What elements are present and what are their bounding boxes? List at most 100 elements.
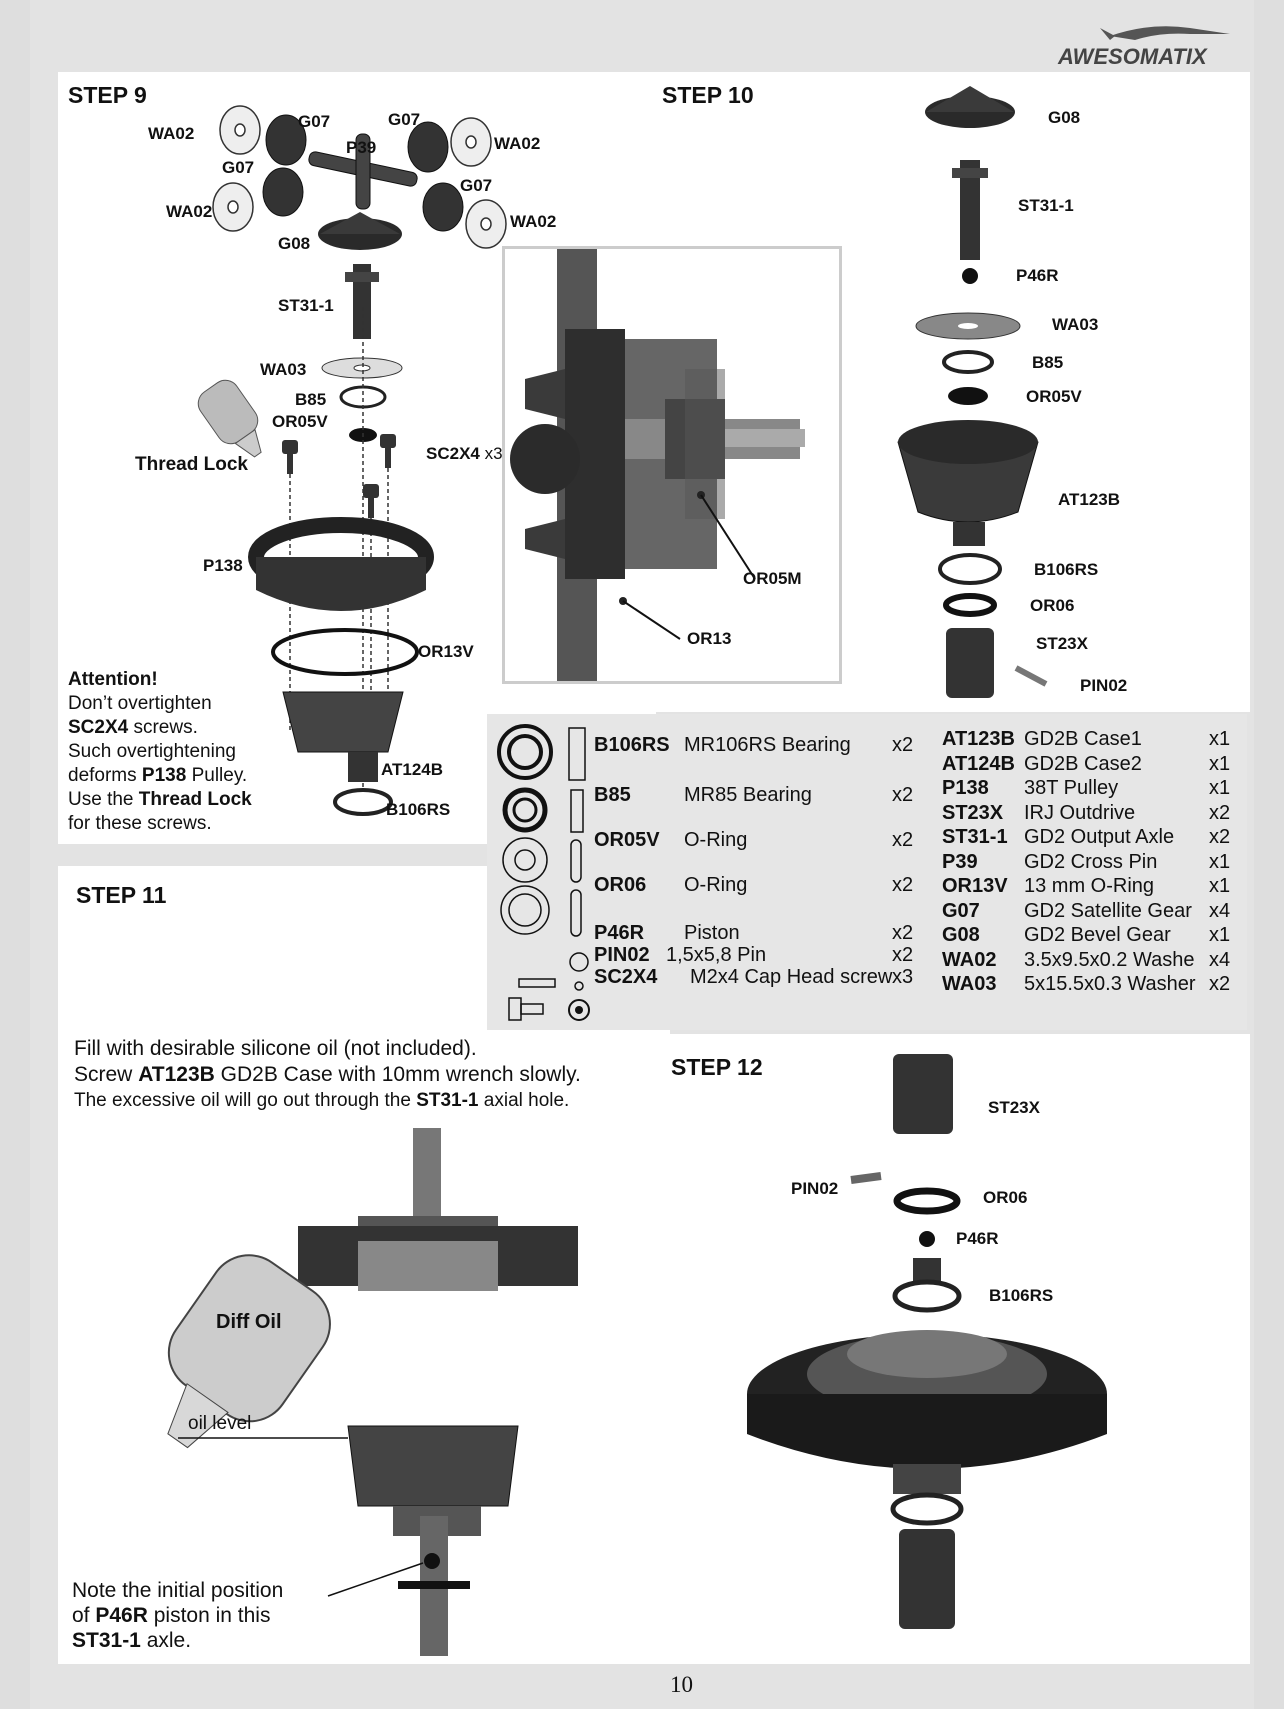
label-or06: OR06 — [983, 1188, 1028, 1207]
step9-exploded-diagram — [197, 105, 507, 816]
part-quantity: x2 — [1209, 801, 1231, 824]
label-at123b: AT123B — [1058, 490, 1121, 509]
label-st23x: ST23X — [1036, 634, 1088, 653]
label-wa03: WA03 — [1052, 315, 1099, 334]
label-st31-1: ST31-1 — [278, 296, 334, 315]
label-b106rs: B106RS — [1034, 560, 1099, 579]
parts-row: AT124B GD2B Case2 — [942, 753, 1142, 776]
part-quantity: x2 — [892, 784, 914, 806]
part-quantity: x2 — [1209, 973, 1231, 995]
label-pin02: PIN02 — [1080, 676, 1128, 695]
label-p138: P138 — [203, 556, 243, 575]
part-description: O-Ring — [684, 829, 748, 851]
part-code: G08 — [942, 924, 980, 946]
label-or13: OR13 — [687, 629, 732, 648]
part-description: 38T Pulley — [1024, 777, 1119, 799]
part-code: B106RS — [594, 734, 670, 756]
label-at124b: AT124B — [381, 760, 444, 779]
label-or13v: OR13V — [418, 642, 474, 661]
part-code: G07 — [942, 899, 980, 922]
cross-section-detail: OR05M OR13 — [502, 246, 842, 684]
part-code: AT123B — [942, 728, 1015, 750]
part-code: B85 — [594, 784, 631, 806]
label-p39: P39 — [346, 138, 377, 157]
part-code: OR05V — [594, 829, 660, 851]
attention-note: Attention! Don’t overtighten SC2X4 screw… — [68, 669, 252, 834]
part-code: P138 — [942, 777, 989, 799]
part-description: MR85 Bearing — [684, 784, 812, 806]
page-number: 10 — [670, 1672, 693, 1697]
label-thread-lock: Thread Lock — [135, 454, 248, 475]
parts-row: ST31-1 GD2 Output Axle — [942, 826, 1174, 849]
part-description: GD2 Cross Pin — [1024, 850, 1158, 873]
step-title: STEP 9 — [68, 82, 147, 108]
label-b85: B85 — [1032, 353, 1064, 372]
step11-diagram — [167, 1128, 578, 1656]
label-g08: G08 — [278, 234, 311, 253]
parts-row: G08 GD2 Bevel Gear — [942, 924, 1171, 947]
label-st23x: ST23X — [988, 1098, 1040, 1117]
part-code: PIN02 — [594, 944, 650, 966]
label-oil-level: oil level — [188, 1413, 252, 1434]
part-quantity: x1 — [1209, 752, 1231, 775]
brand-logo: AWESOMATIX — [1057, 26, 1230, 69]
step-title: STEP 11 — [76, 882, 167, 908]
step-title: STEP 12 — [671, 1054, 763, 1080]
part-description: IRJ Outdrive — [1024, 801, 1136, 824]
part-quantity: x1 — [1209, 777, 1231, 799]
part-description: 13 mm O-Ring — [1024, 875, 1155, 897]
label-sc2x4: SC2X4 x3 — [426, 444, 503, 463]
fill-instructions: Fill with desirable silicone oil (not in… — [74, 1037, 581, 1111]
part-quantity: x1 — [1209, 850, 1231, 873]
label-g07: G07 — [388, 110, 421, 129]
piston-note: Note the initial position of P46R piston… — [72, 1579, 284, 1652]
part-quantity: x2 — [892, 874, 914, 896]
part-quantity: x4 — [1209, 899, 1231, 922]
part-description: MR106RS Bearing — [684, 734, 851, 756]
label-b106rs: B106RS — [989, 1286, 1054, 1305]
part-quantity: x2 — [892, 922, 914, 944]
part-code: AT124B — [942, 752, 1015, 775]
part-code: P39 — [942, 850, 978, 873]
label-wa03: WA03 — [260, 360, 307, 379]
part-code: ST31-1 — [942, 826, 1008, 848]
part-quantity: x2 — [892, 944, 914, 966]
part-quantity: x2 — [892, 734, 914, 756]
part-code: WA03 — [942, 973, 997, 995]
part-code: ST23X — [942, 801, 1004, 824]
label-or05v: OR05V — [1026, 387, 1082, 406]
parts-row: B85 MR85 Bearing — [594, 784, 812, 807]
part-quantity: x2 — [892, 829, 914, 851]
parts-row: OR05V O-Ring — [594, 829, 747, 852]
part-description: GD2 Satellite Gear — [1024, 899, 1192, 922]
part-description: GD2 Bevel Gear — [1024, 924, 1171, 946]
label-g07: G07 — [460, 176, 493, 195]
cross-section-drawing — [510, 249, 805, 681]
label-g07: G07 — [222, 158, 255, 177]
part-code: WA02 — [942, 948, 997, 971]
part-quantity: x1 — [1209, 924, 1231, 946]
label-or06: OR06 — [1030, 596, 1075, 615]
parts-row: PIN02 1,5x5,8 Pin — [594, 944, 766, 967]
part-description: GD2B Case2 — [1024, 752, 1142, 775]
part-description: GD2 Output Axle — [1024, 826, 1175, 848]
part-description: GD2B Case1 — [1024, 728, 1142, 750]
part-code: P46R — [594, 922, 645, 944]
label-g07: G07 — [298, 112, 331, 131]
part-quantity: x1 — [1209, 728, 1231, 750]
parts-row: G07 GD2 Satellite Gear — [942, 900, 1192, 923]
part-code: OR06 — [594, 874, 647, 896]
label-b85: B85 — [295, 390, 327, 409]
label-b106rs: B106RS — [386, 800, 451, 819]
part-description: 1,5x5,8 Pin — [666, 944, 767, 966]
part-code: SC2X4 — [594, 966, 658, 988]
parts-row: AT123B GD2B Case1 — [942, 728, 1142, 751]
brand-name: AWESOMATIX — [1057, 44, 1208, 69]
part-quantity: x1 — [1209, 875, 1231, 897]
step12-panel: STEP 12 ST23X PIN02 OR06 P46R B106RS — [661, 1034, 1250, 1664]
